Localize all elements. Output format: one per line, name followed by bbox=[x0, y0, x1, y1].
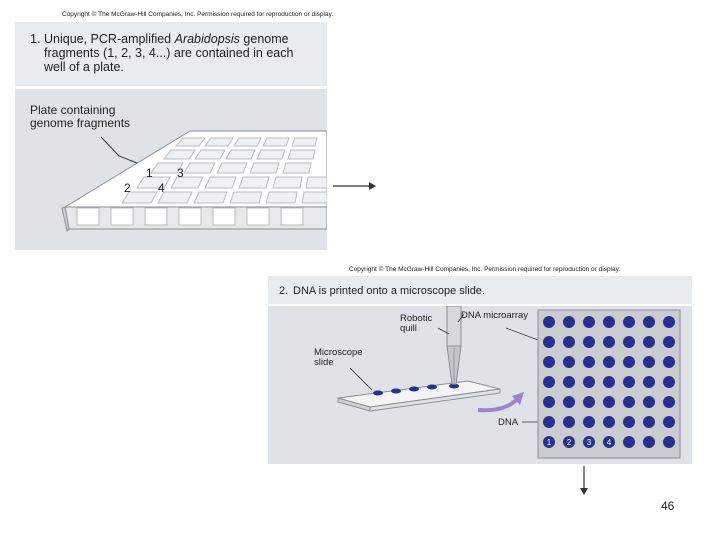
microscope-slide-label-line2: slide bbox=[314, 357, 334, 368]
spot-number-1: 1 bbox=[547, 438, 552, 447]
step1-line1: Unique, PCR-amplified Arabidopsis genome bbox=[44, 32, 324, 46]
well-label-3: 3 bbox=[177, 166, 184, 180]
robotic-quill-shape bbox=[446, 306, 462, 385]
robotic-quill-label: Robotic quill bbox=[400, 314, 432, 334]
well-label-1: 1 bbox=[146, 166, 153, 180]
down-arrow-icon bbox=[580, 466, 588, 495]
well-plate-illustration bbox=[61, 130, 327, 233]
microarray-dna-spots bbox=[543, 316, 675, 448]
well-grid bbox=[121, 137, 327, 204]
well-label-2: 2 bbox=[124, 181, 131, 195]
step1-text: Unique, PCR-amplified Arabidopsis genome… bbox=[44, 32, 324, 74]
step1-number: 1. bbox=[30, 32, 41, 46]
copyright-notice-2: Copyright © The McGraw-Hill Companies, I… bbox=[349, 266, 621, 273]
spot-number-4: 4 bbox=[607, 438, 612, 447]
robotic-quill-label-line1: Robotic bbox=[400, 313, 433, 324]
robotic-quill-label-line2: quill bbox=[400, 323, 417, 334]
spot-number-labels: 1 2 3 4 bbox=[547, 438, 612, 447]
curved-arrow-icon bbox=[477, 396, 520, 413]
step2-number: 2. bbox=[279, 285, 289, 297]
step1-line3: well of a plate. bbox=[44, 60, 124, 74]
step1-line1-species: Arabidopsis bbox=[174, 32, 240, 46]
step1-line2: fragments (1, 2, 3, 4...) are contained … bbox=[44, 46, 294, 60]
plate-label-line2: genome fragments bbox=[30, 116, 131, 130]
plate-label: Plate containing genome fragments bbox=[30, 104, 130, 130]
step1-header-panel bbox=[15, 22, 327, 86]
copyright-notice-1: Copyright © The McGraw-Hill Companies, I… bbox=[62, 11, 334, 18]
spot-number-2: 2 bbox=[567, 438, 572, 447]
microarray-printing-illustration: 1 2 3 4 bbox=[337, 306, 681, 459]
step1-line1-pre: Unique, PCR-amplified bbox=[44, 32, 175, 46]
page-number: 46 bbox=[661, 499, 675, 513]
plate-label-leader-line bbox=[100, 136, 138, 164]
well-label-4: 4 bbox=[158, 181, 165, 195]
right-arrow-icon bbox=[333, 182, 376, 190]
step2-text: DNA is printed onto a microscope slide. bbox=[293, 285, 485, 297]
dna-microarray-label: DNA microarray bbox=[461, 310, 529, 321]
spot-number-3: 3 bbox=[587, 438, 592, 447]
microscope-slide-label-line1: Microscope bbox=[314, 347, 363, 358]
step1-line1-post: genome bbox=[239, 32, 289, 46]
dna-label: DNA bbox=[498, 417, 519, 428]
step2-header-panel bbox=[268, 276, 692, 304]
well-front-slots bbox=[76, 207, 304, 226]
slide-dna-spots bbox=[373, 383, 459, 396]
microscope-slide-label: Microscope slide bbox=[314, 348, 363, 368]
plate-label-line1: Plate containing bbox=[30, 103, 116, 117]
